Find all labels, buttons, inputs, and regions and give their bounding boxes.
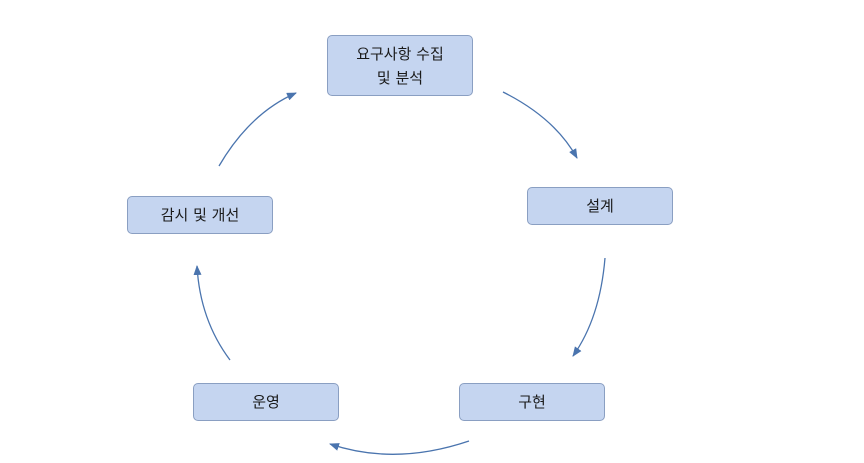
arrow-design-to-implement [572,257,606,357]
node-implementation: 구현 [459,383,605,421]
node-label-line: 요구사항 수집 [356,44,444,63]
node-label-line: 및 분석 [376,68,424,87]
arrow-monitor-to-requirements [218,92,297,167]
arrow-operate-to-monitor [193,265,231,361]
arrow-requirements-to-design [502,91,578,159]
node-label-line: 구현 [518,393,546,411]
node-requirements-analysis: 요구사항 수집 및 분석 [327,35,473,96]
node-operation: 운영 [193,383,339,421]
node-design: 설계 [527,187,673,225]
node-label-line: 운영 [252,393,280,411]
arrow-implement-to-operate [329,440,470,455]
node-label-line: 감시 및 개선 [160,206,240,224]
node-label-line: 설계 [586,197,614,215]
node-monitoring-improvement: 감시 및 개선 [127,196,273,234]
